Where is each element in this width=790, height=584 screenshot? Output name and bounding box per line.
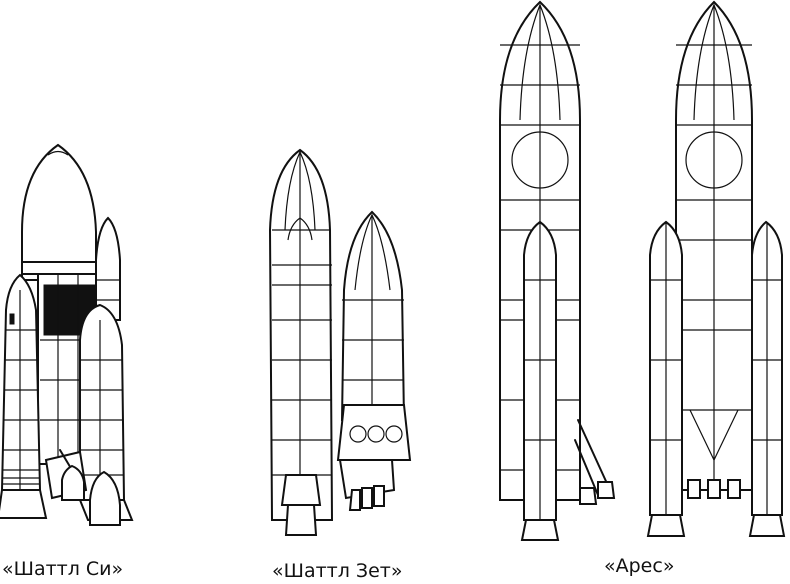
shuttle-c-drawing — [0, 143, 134, 526]
shuttle-c-booster-left — [0, 273, 48, 519]
ares-rocket-left — [499, 0, 616, 541]
shuttle-c-booster-rear — [95, 216, 121, 321]
ares-caption: «Арес» — [604, 555, 675, 577]
shuttle-c-booster-front — [78, 303, 134, 526]
shuttle-z-caption: «Шаттл Зет» — [272, 560, 403, 582]
shuttle-z-vehicle — [336, 210, 412, 511]
shuttle-z-tank — [268, 148, 334, 536]
shuttle-z-drawing — [268, 148, 412, 536]
ares-rocket-right — [646, 0, 786, 537]
shuttle-c-caption: «Шаттл Си» — [2, 558, 124, 580]
shuttle-c-engines — [44, 449, 88, 501]
